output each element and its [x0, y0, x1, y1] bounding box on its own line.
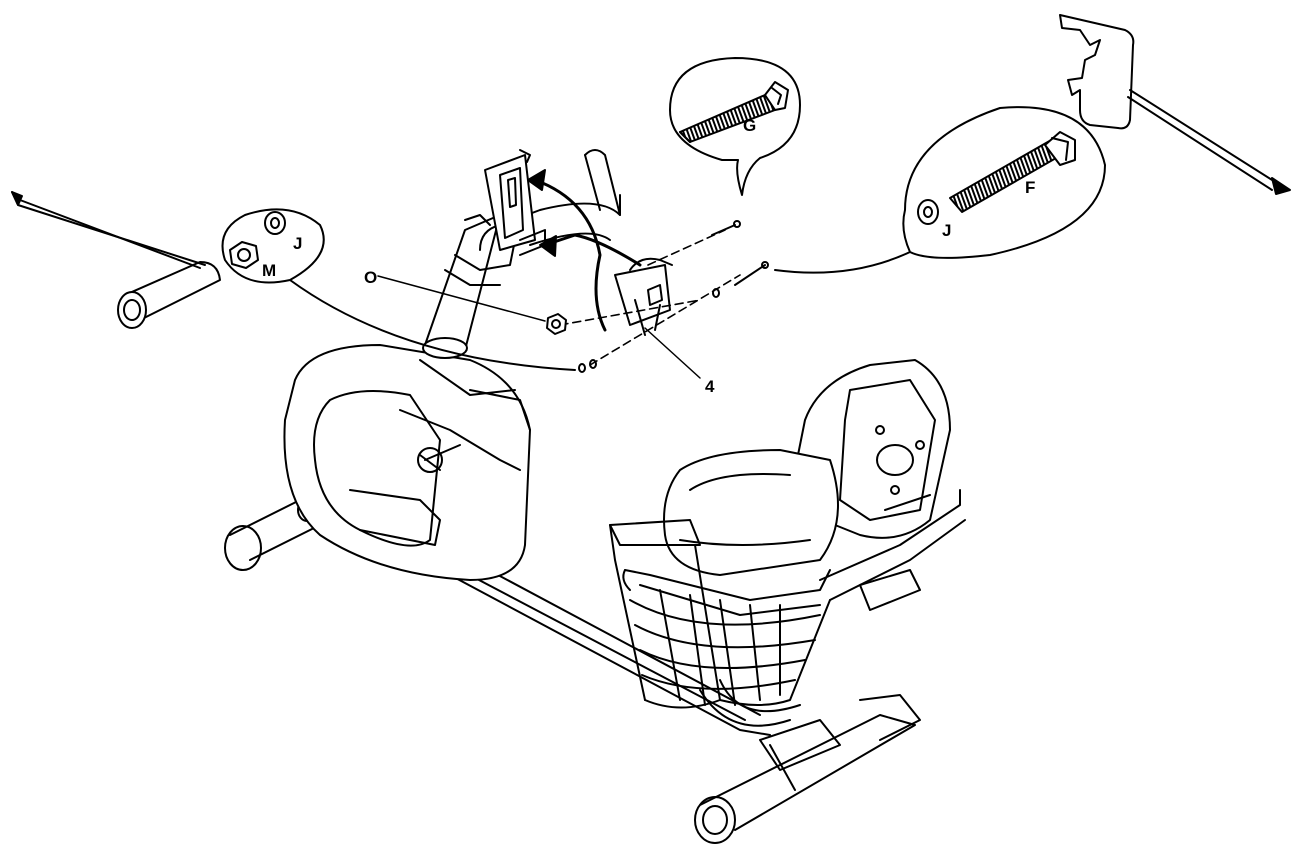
- seat-cushion: [663, 449, 839, 576]
- console-bracket: [484, 149, 546, 256]
- arrow-head-lower: [539, 235, 557, 257]
- label-j-left: J: [293, 234, 302, 253]
- bolt-g: [711, 220, 741, 236]
- label-part-4: 4: [705, 377, 715, 396]
- basket: [609, 519, 831, 709]
- bolt-f: [734, 261, 769, 286]
- leader-lines: [377, 275, 701, 379]
- label-m: M: [262, 261, 276, 280]
- socket-wrench-left: [11, 191, 221, 329]
- callout-nut-m: [221, 208, 576, 371]
- label-f: F: [1025, 178, 1035, 197]
- callout-bolt-f: [774, 106, 1106, 274]
- wrench-right: [1059, 14, 1291, 195]
- arrow-head-upper: [527, 169, 546, 191]
- label-o: O: [364, 268, 377, 287]
- washers: [578, 288, 720, 373]
- bracket-part-4: [614, 257, 673, 336]
- rear-stabilizer: [694, 694, 921, 844]
- label-g: G: [743, 116, 756, 135]
- label-j-right: J: [942, 221, 951, 240]
- seat-handles: [622, 489, 966, 616]
- front-shroud: [283, 344, 531, 581]
- callout-bolt-g: [669, 57, 801, 196]
- nut-o: [546, 313, 567, 335]
- handlebar: [479, 149, 621, 251]
